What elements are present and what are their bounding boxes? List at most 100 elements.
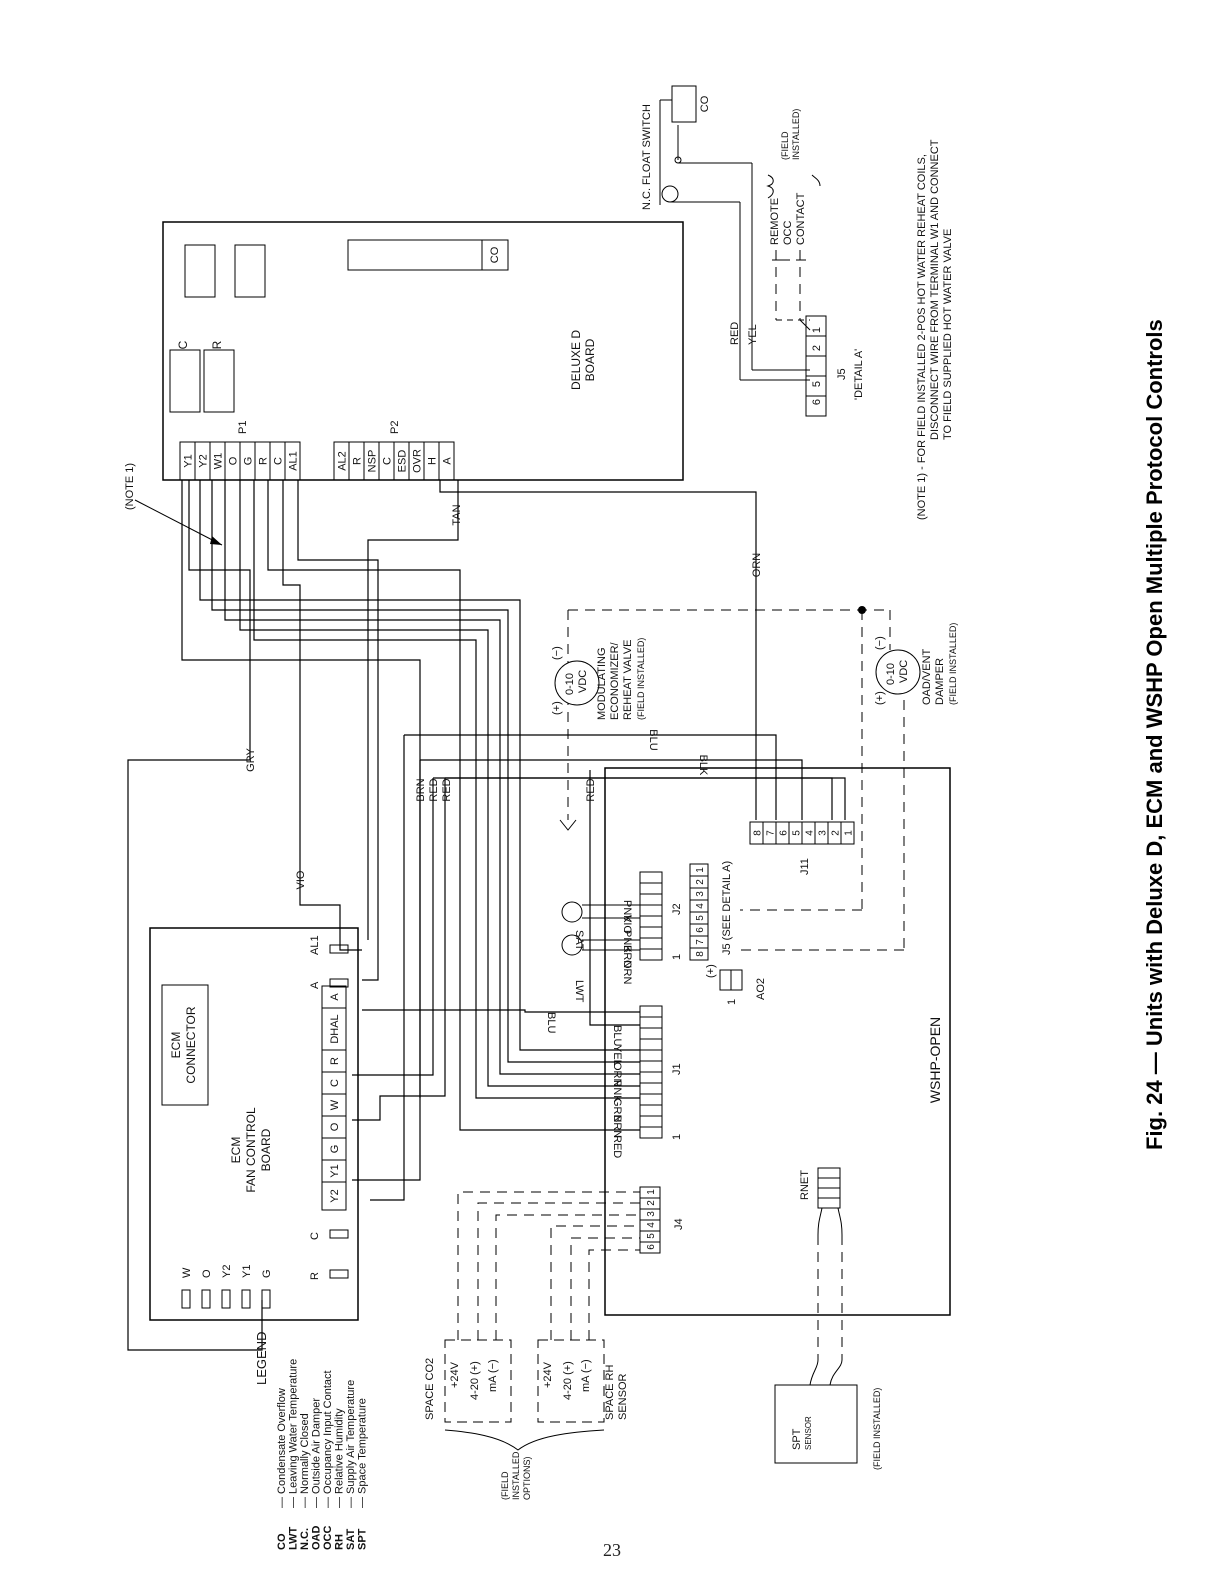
j1-pin (639, 1082, 663, 1095)
j4-label: 6 (646, 1244, 657, 1250)
note1-callout: (NOTE 1) (124, 463, 136, 510)
j11-label: 1 (844, 830, 855, 836)
legend-desc: — Normally Closed (299, 1413, 311, 1508)
p2-strip-label: NSP (367, 450, 379, 473)
wire-label-vio: VIO (295, 870, 307, 889)
sensor-dashed-wires (457, 1191, 843, 1360)
legend-desc: — Leaving Water Temperature (288, 1359, 300, 1508)
ecm-side-label: W (181, 1267, 193, 1278)
wire-label-brn-j1: BRN (611, 1115, 623, 1138)
remote-occ-field-1: (FIELD (780, 131, 790, 160)
p2-strip-label: A (442, 457, 454, 465)
note1-line1: (NOTE 1) - FOR FIELD INSTALLED 2-POS HOT… (916, 154, 928, 520)
ecm-left-terminal (329, 1269, 349, 1279)
j1-pin (639, 1093, 663, 1106)
j5-detail-a-label: 'DETAIL A' (853, 349, 865, 400)
wire-label-tan: TAN (451, 504, 463, 525)
oad-0-10: 0-10 (885, 663, 897, 685)
wire-label-brn-j2: BRN (621, 945, 633, 968)
rh-ma: mA (−) (580, 1359, 592, 1392)
j4-label: 2 (646, 1200, 657, 1206)
ecm-terminal-label: W (329, 1099, 341, 1110)
mod-valve-line1: MODULATING (596, 647, 608, 720)
field-options-1: (FIELD (500, 1471, 510, 1500)
wire-label-orn-j2: ORN (621, 960, 633, 985)
oad-line3: (FIELD INSTALLED) (948, 623, 958, 705)
p1-strip-cell (284, 441, 301, 481)
wire-label-brn: BRN (415, 778, 427, 801)
ao2-terminal: (+) 1 AO2 (705, 964, 767, 1005)
p2-strip-label: AL2 (337, 451, 349, 471)
p1-strip-label: AL1 (288, 451, 300, 471)
legend-abbr: OCC (322, 1526, 334, 1551)
j1-pin (639, 1071, 663, 1084)
wshp-wire-labels: BLU YEL ORN PNK GRN BRN RED BLU PNK VIO … (545, 900, 633, 1158)
mod-valve-minus: (−) (551, 646, 563, 660)
wire-label-blk: BLK (697, 755, 709, 776)
co2-ma: mA (−) (487, 1359, 499, 1392)
j2-pin (639, 904, 663, 917)
j4-label: 5 (646, 1233, 657, 1239)
j5-pin-6: 6 (811, 399, 823, 405)
deluxe-name-2: BOARD (583, 338, 597, 381)
ecm-right-label: A (309, 981, 321, 989)
ecm-left-terminals: RC (309, 1229, 349, 1280)
p2-strip-label: H (427, 457, 439, 465)
legend-abbr: N.C. (299, 1528, 311, 1550)
p1-label: P1 (237, 421, 249, 434)
space-co2-sensor: SPACE CO2 +24V 4-20 (+) mA (−) (424, 1339, 512, 1423)
wire-label-blu-ecm: BLU (545, 1012, 557, 1033)
mod-valve-line4: (FIELD INSTALLED) (636, 638, 646, 720)
deluxe-name-1: DELUXE D (569, 330, 583, 390)
remote-occ-line3: CONTACT (795, 192, 807, 245)
oad-line2: DAMPER (934, 658, 946, 705)
relay-r-label: R (210, 340, 224, 349)
wire-label-orn-j1: ORN (611, 1062, 623, 1087)
ecm-name-3: BOARD (259, 1128, 273, 1171)
j2-pin1-label: 1 (671, 954, 683, 960)
remote-occ-contact: REMOTE OCC CONTACT (FIELD INSTALLED) (766, 109, 821, 320)
j5-ref-label: 8 (695, 951, 706, 957)
space-rh-sensor: +24V 4-20 (+) mA (−) SPACE RH SENSOR (537, 1339, 629, 1423)
wire-label-yel-j1: YEL (611, 1045, 623, 1066)
mod-valve-0-10: 0-10 (564, 673, 576, 695)
co2-label: SPACE CO2 (424, 1358, 436, 1420)
legend-abbr: CO (276, 1533, 288, 1550)
j11-label: 7 (766, 830, 777, 836)
ecm-name-1: ECM (229, 1137, 243, 1164)
p1-strip-label: C (273, 457, 285, 465)
j5-ref-label: 1 (695, 867, 706, 873)
ecm-left-label: C (309, 1232, 321, 1240)
ao2-label: AO2 (755, 978, 767, 1000)
j5-detail-a: 1 2 5 6 J5 'DETAIL A' RED YEL (729, 315, 865, 417)
j4-label: J4 (673, 1218, 685, 1230)
wire-bundle (127, 480, 846, 1351)
ecm-terminal-label: O (329, 1122, 341, 1131)
p1-strip-label: R (258, 457, 270, 465)
j1-pin (639, 1038, 663, 1051)
relay-c-label: C (176, 340, 190, 349)
j5-ref-label: 4 (695, 903, 706, 909)
ecm-right-terminal (329, 944, 349, 954)
note1-leader (134, 499, 223, 546)
j5-ref-cell (689, 863, 709, 877)
wire-label-orn: ORN (751, 553, 763, 578)
rh-label-2: SENSOR (617, 1373, 629, 1420)
co2-4-20: 4-20 (+) (469, 1361, 481, 1400)
p2-strip-label: ESD (397, 450, 409, 473)
j11-label: 3 (818, 830, 829, 836)
j4-cell (639, 1241, 661, 1254)
wire-label-red-j1: RED (611, 1135, 623, 1158)
ecm-side-terminal (201, 1289, 211, 1309)
ecm-fan-control-board: ECM CONNECTOR ECM FAN CONTROL BOARD Y2Y1… (149, 927, 359, 1321)
ecm-terminal-label: G (329, 1145, 341, 1154)
